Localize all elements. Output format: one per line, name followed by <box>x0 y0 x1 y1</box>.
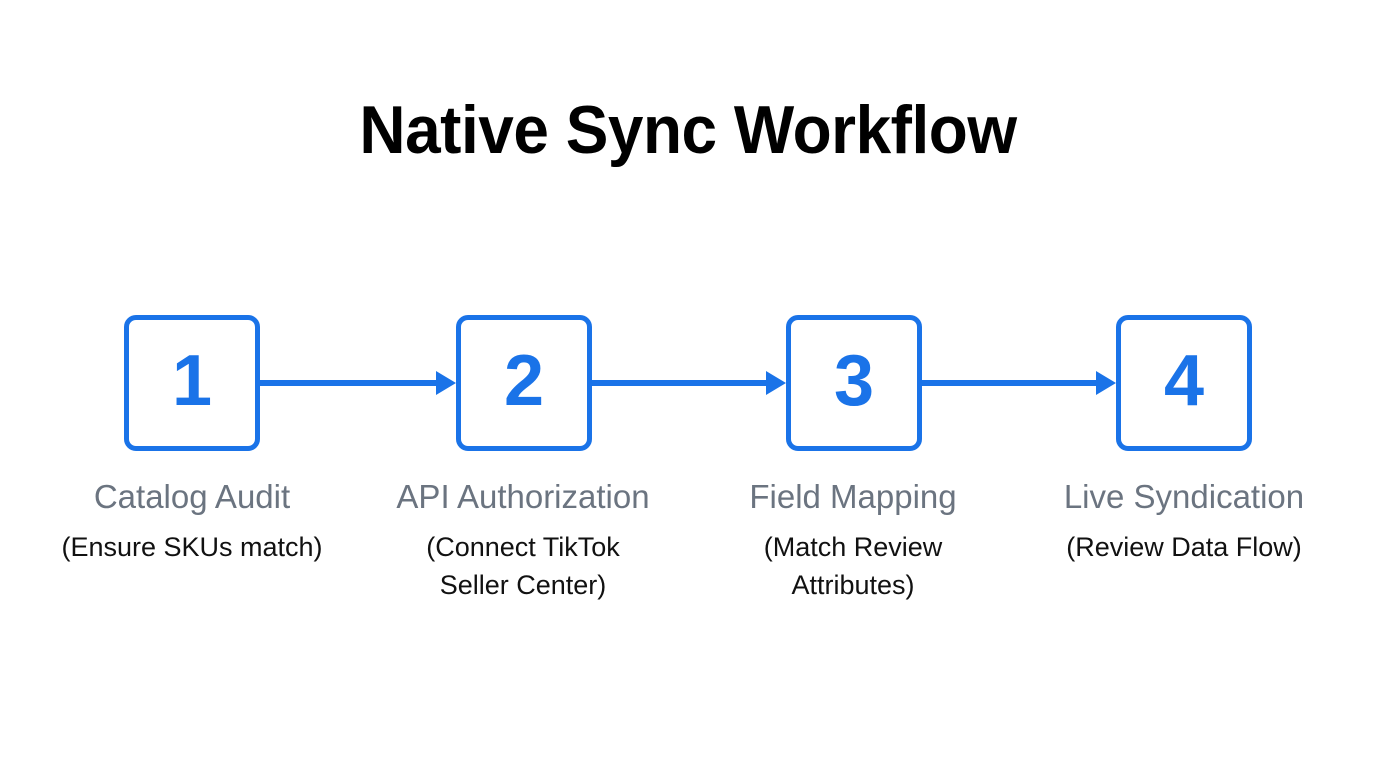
step-box-1[interactable]: 1 <box>124 315 260 451</box>
step-box-4[interactable]: 4 <box>1116 315 1252 451</box>
arrow-connector-3-4 <box>920 371 1116 395</box>
step-sublabel-2: (Connect TikTok Seller Center) <box>426 531 620 601</box>
step-number-3: 3 <box>833 341 875 421</box>
arrow-head-icon <box>1096 371 1116 395</box>
arrow-line <box>590 380 766 386</box>
step-number-4: 4 <box>1163 341 1205 421</box>
step-box-2[interactable]: 2 <box>456 315 592 451</box>
step-caption-4: Live Syndication (Review Data Flow) <box>1044 478 1324 566</box>
step-label-4: Live Syndication <box>1063 478 1305 515</box>
step-caption-1: Catalog Audit (Ensure SKUs match) <box>42 478 342 566</box>
step-box-3[interactable]: 3 <box>786 315 922 451</box>
arrow-head-icon <box>436 371 456 395</box>
step-caption-3: Field Mapping (Match Review Attributes) <box>723 478 983 605</box>
step-label-2: API Authorization <box>396 478 650 515</box>
step-number-2: 2 <box>503 341 545 421</box>
step-sublabel-3: (Match Review Attributes) <box>763 531 943 601</box>
workflow-flow-row: 1 2 3 4 <box>0 315 1376 455</box>
step-label-1: Catalog Audit <box>93 478 291 515</box>
arrow-line <box>920 380 1096 386</box>
arrow-line <box>260 380 436 386</box>
step-sublabel-4: (Review Data Flow) <box>1066 531 1302 562</box>
step-label-3: Field Mapping <box>749 478 957 515</box>
step-number-1: 1 <box>171 341 213 421</box>
step-sublabel-1: (Ensure SKUs match) <box>61 531 323 562</box>
arrow-connector-2-3 <box>590 371 786 395</box>
step-caption-2: API Authorization (Connect TikTok Seller… <box>383 478 663 605</box>
page-title: Native Sync Workflow <box>359 92 1017 168</box>
arrow-connector-1-2 <box>260 371 456 395</box>
arrow-head-icon <box>766 371 786 395</box>
